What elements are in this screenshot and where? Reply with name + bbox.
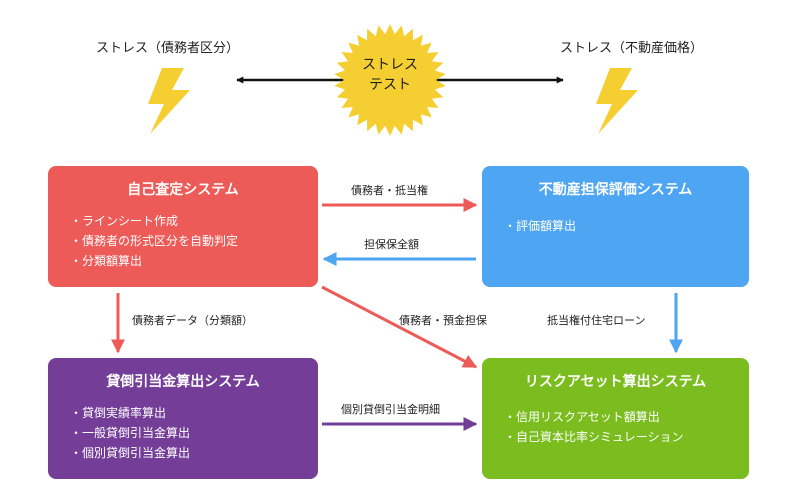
arrow-label-debtor-data: 債務者データ（分類額） (132, 314, 253, 327)
arrow-label-individual-loan: 個別貸倒引当金明細 (341, 403, 440, 416)
stress-test-line1: ストレス (362, 57, 418, 73)
list-item: ・自己資本比率シミュレーション (504, 430, 684, 444)
stress-real-estate-label: ストレス（不動産価格） (560, 41, 704, 56)
real-estate-system-box: 不動産担保評価システム ・評価額算出 (482, 166, 749, 287)
list-item: ・債務者の形式区分を自動判定 (70, 234, 239, 248)
list-item: ・貸倒実績率算出 (70, 406, 167, 420)
risk-asset-system-box: リスクアセット算出システム ・信用リスクアセット額算出 ・自己資本比率シミュレー… (482, 358, 749, 479)
list-item: ・一般貸倒引当金算出 (70, 426, 191, 440)
list-item: ・ラインシート作成 (70, 214, 179, 228)
real-estate-system-title: 不動産担保評価システム (538, 182, 693, 198)
list-item: ・信用リスクアセット額算出 (504, 410, 660, 424)
real-estate-items: ・評価額算出 (504, 216, 576, 236)
risk-asset-system-title: リスクアセット算出システム (524, 374, 707, 390)
self-assessment-items: ・ラインシート作成 ・債務者の形式区分を自動判定 ・分類額算出 (70, 211, 238, 271)
stress-test-label: ストレス テスト (340, 55, 440, 95)
loan-loss-system-title: 貸倒引当金算出システム (106, 374, 260, 390)
loan-loss-items: ・貸倒実績率算出 ・一般貸倒引当金算出 ・個別貸倒引当金算出 (70, 403, 190, 463)
lightning-bolt-right-icon (596, 68, 638, 134)
arrow-label-collateral-total: 担保保全額 (364, 238, 419, 251)
arrow-label-debtor-collateral: 債務者・抵当権 (351, 184, 428, 197)
list-item: ・個別貸倒引当金算出 (70, 446, 191, 460)
self-assessment-system-box: 自己査定システム ・ラインシート作成 ・債務者の形式区分を自動判定 ・分類額算出 (48, 166, 318, 287)
loan-loss-system-box: 貸倒引当金算出システム ・貸倒実績率算出 ・一般貸倒引当金算出 ・個別貸倒引当金… (48, 358, 318, 479)
list-item: ・評価額算出 (504, 219, 577, 233)
arrow-label-debtor-deposit: 債務者・預金担保 (399, 314, 487, 327)
stress-test-line2: テスト (369, 77, 411, 93)
self-assessment-system-title: 自己査定システム (127, 182, 239, 198)
stress-debtor-label: ストレス（債務者区分） (96, 41, 240, 56)
list-item: ・分類額算出 (70, 254, 143, 268)
stress-test-burst (334, 24, 446, 136)
risk-asset-items: ・信用リスクアセット額算出 ・自己資本比率シミュレーション (504, 407, 684, 447)
arrow-debtor-deposit (321, 285, 478, 369)
lightning-bolt-left-icon (148, 68, 190, 134)
arrow-label-mortgage-loan: 抵当権付住宅ローン (547, 314, 646, 327)
